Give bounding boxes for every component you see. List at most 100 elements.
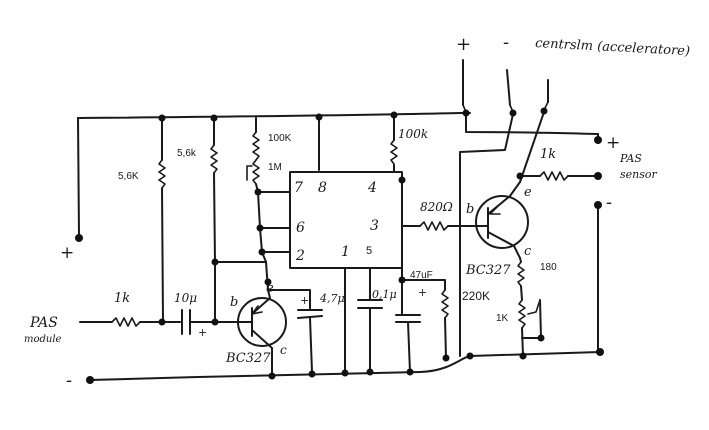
label-r-1k-right: 1k [540, 147, 556, 162]
label-pin-5: 5 [366, 245, 372, 257]
wire-220K-bottom [444, 317, 447, 359]
pot-wiper [246, 165, 253, 181]
label-pas-module-1: PAS [29, 315, 58, 331]
label-r-1k-left: 1k [114, 291, 130, 306]
label-c-plus-1: + [198, 326, 207, 339]
pin7-pin6-link [257, 191, 261, 229]
terminal-dot [86, 376, 94, 384]
label-pin-3: 3 [370, 218, 379, 234]
label-pin-8: 8 [318, 180, 327, 196]
junction-dot [256, 224, 264, 232]
terminal-dot [594, 136, 602, 144]
junction-dot [466, 352, 474, 360]
label-r-180: 180 [540, 262, 557, 273]
resistor-1k-right [539, 171, 569, 181]
label-pas-sensor-1: PAS [619, 152, 642, 165]
label-c-plus-2: + [300, 294, 309, 307]
wire-180-to-1K [520, 285, 523, 301]
q2-emitter-arrow [489, 205, 501, 215]
label-c-10u: 10μ [174, 291, 197, 305]
junction-dot [158, 318, 166, 326]
label-c-0-1u: 0,1μ [372, 288, 397, 301]
junction-dot [390, 111, 398, 119]
label-q1-b: b [230, 295, 238, 310]
pot-1K-wiper [527, 299, 541, 315]
label-r-820: 820Ω [420, 200, 453, 214]
top-supply-rail [77, 112, 471, 119]
cap-4-7u-bottom-wire [309, 317, 313, 373]
label-q2-name: BC327 [465, 263, 511, 278]
q1-collector-lead [251, 329, 273, 376]
junction-dot [537, 334, 545, 342]
label-plus-top: + [456, 34, 471, 55]
wire-220K-top [401, 279, 446, 291]
terminal-dot [462, 109, 470, 117]
junction-dot [519, 352, 527, 360]
terminal-dot [509, 109, 517, 117]
label-c-47uF: 47uF [410, 270, 433, 281]
label-r-220K: 220K [462, 289, 490, 303]
potentiometer-1M [252, 159, 260, 185]
junction-dot [158, 114, 166, 122]
label-r-100K: 100K [268, 133, 292, 144]
terminal-dot [540, 107, 548, 115]
label-pin-6: 6 [296, 220, 305, 236]
resistor-100K [252, 131, 260, 161]
label-r-100k-hand: 100k [398, 127, 428, 141]
label-minus-bottom: - [66, 370, 72, 391]
label-pin-1: 1 [341, 244, 350, 260]
junction-dot [211, 258, 219, 266]
junction-dot [258, 248, 266, 256]
label-plus-left: + [60, 243, 74, 263]
label-plus-right: + [606, 133, 620, 153]
wire-signal-collector [519, 111, 545, 183]
junction-dot [211, 318, 219, 326]
label-pin-7: 7 [294, 180, 303, 196]
label-pas-module-2: module [24, 334, 62, 345]
terminal-dot [75, 234, 83, 242]
cap-47uF-bottom-wire [407, 321, 411, 373]
label-minus-right: - [606, 192, 612, 213]
junction-dot [516, 172, 524, 180]
label-r-1K: 1K [496, 313, 509, 324]
label-c-4-7u: 4,7μ [319, 292, 345, 305]
q1-emitter-lead [251, 289, 271, 315]
label-pin-4: 4 [367, 180, 377, 196]
wire-minus-ground [459, 113, 514, 357]
junction-dot [366, 368, 374, 376]
controller-minus-wire [506, 69, 511, 106]
junction-dot [264, 278, 272, 286]
resistor-820 [419, 221, 449, 231]
junction-dot [341, 369, 349, 377]
wire-1K-bottom [521, 327, 524, 357]
resistor-1k-left [111, 317, 141, 327]
label-r-1M: 1M [268, 162, 282, 173]
junction-dot [308, 370, 316, 378]
label-q2-e: e [524, 185, 532, 200]
junction-dot [398, 276, 406, 284]
label-q2-b: b [466, 202, 474, 217]
junction-dot [398, 176, 406, 184]
label-c-plus-3: + [418, 286, 427, 299]
resistor-5-6K [158, 159, 166, 189]
q2-collector-lead [487, 231, 521, 259]
terminal-dot [594, 201, 602, 209]
label-r-5-6k: 5,6k [177, 148, 197, 159]
label-pin-2: 2 [295, 248, 305, 264]
wire-5-6k-bottom [213, 172, 216, 263]
wire-5-6K-bottom [161, 187, 164, 321]
resistor-180 [517, 261, 525, 287]
junction-dot [442, 354, 450, 362]
label-controller: centrslm (acceleratore) [535, 36, 691, 59]
cap-4-7u-top-wire [267, 289, 311, 311]
label-r-5-6K: 5,6K [118, 171, 139, 182]
label-pas-sensor-2: sensor [620, 168, 658, 181]
potentiometer-1K [518, 299, 526, 329]
left-vertical-wire [77, 117, 80, 237]
label-q1-name: BC327 [225, 351, 271, 366]
junction-dot [406, 368, 414, 376]
label-q2-c: c [524, 244, 532, 259]
q1-emitter-arrow [251, 305, 263, 315]
